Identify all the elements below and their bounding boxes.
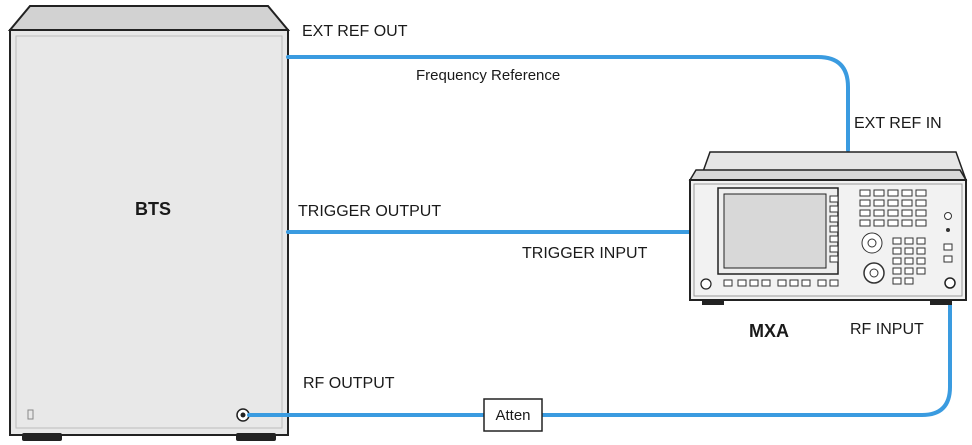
rf-input-cable <box>540 288 952 417</box>
mxa-label: MXA <box>749 321 789 341</box>
frequency-reference-cable <box>286 55 850 152</box>
mxa-screen <box>723 193 827 269</box>
frequency-reference-label: Frequency Reference <box>416 67 561 84</box>
cables <box>247 55 952 417</box>
ext-ref-out-label: EXT REF OUT <box>302 23 408 40</box>
attenuator-box <box>483 398 543 432</box>
mxa-power-button <box>700 278 712 290</box>
bts-label: BTS <box>135 199 171 219</box>
trigger-output-label: TRIGGER OUTPUT <box>298 203 442 220</box>
attenuator-label: Atten <box>495 407 531 424</box>
rf-input-label: RF INPUT <box>850 321 924 338</box>
ext-ref-in-label: EXT REF IN <box>854 115 942 132</box>
mxa-analyzer <box>688 151 968 305</box>
mxa-rf-input-connector <box>944 277 956 289</box>
bts-cabinet <box>7 5 291 441</box>
rf-output-label: RF OUTPUT <box>303 375 395 392</box>
bts-rf-output-connector <box>236 408 250 422</box>
trigger-input-label: TRIGGER INPUT <box>522 245 648 262</box>
